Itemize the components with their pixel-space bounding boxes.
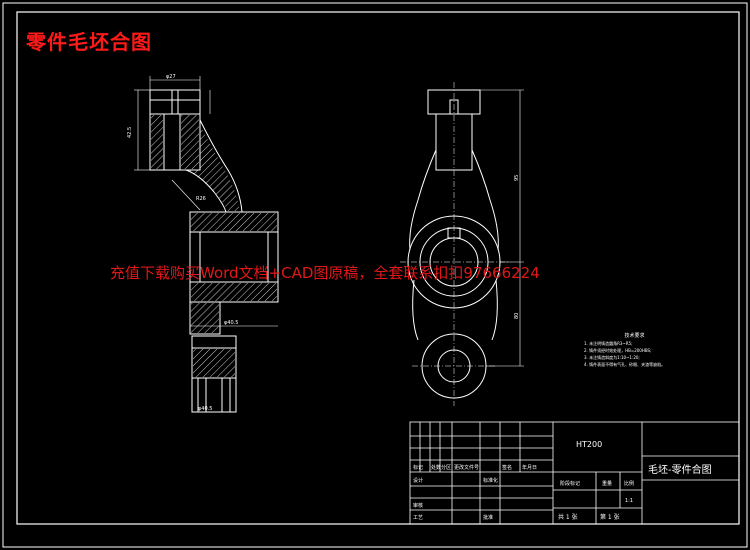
dim-left-height: 42.5 <box>127 127 133 138</box>
note-item: 1. 未注明铸造圆角R3~R5; <box>584 341 633 346</box>
notes-heading: 技术要求 <box>624 333 645 339</box>
header-mark: 标记 <box>413 464 423 471</box>
row-standardization: 标准化 <box>483 477 498 484</box>
row-process: 工艺 <box>413 515 423 521</box>
right-dimension-lines <box>480 89 524 367</box>
dim-radius: R26 <box>196 196 206 202</box>
weight-label: 重量 <box>602 480 612 487</box>
note-item: 4. 铸件表面不得有气孔、砂眼、夹渣等缺陷。 <box>584 362 666 367</box>
dim-right-height-bottom: 80 <box>514 313 520 319</box>
technical-notes: 技术要求 1. 未注明铸造圆角R3~R5; 2. 铸件须经时效处理，HB=200… <box>584 333 665 368</box>
total-sheets: 共 1 张 <box>558 513 578 521</box>
inner-frame <box>16 11 740 525</box>
dim-bottom-width: φ40.5 <box>224 320 238 326</box>
header-file: 更改文件号 <box>454 464 479 471</box>
row-design: 设计 <box>413 477 423 484</box>
header-sign: 签名 <box>502 464 512 471</box>
scale-label: 比例 <box>624 480 634 487</box>
header-count: 处数 <box>431 464 441 471</box>
sheet-number: 第 1 张 <box>600 513 620 521</box>
scale-value: 1:1 <box>625 498 633 504</box>
title-block <box>409 421 740 525</box>
watermark-text: 充值下载购买Word文档+CAD图原稿，全套联系扣扣97666224 <box>110 264 540 282</box>
left-dimension-lines <box>134 76 278 413</box>
note-item: 3. 未注铸造斜度为1:10~1:20; <box>584 355 640 360</box>
title-block-text: HT200 毛坯-零件合图 标记 处数 分区 更改文件号 签名 年月日 设计 标… <box>413 440 712 521</box>
drawing-name: 毛坯-零件合图 <box>648 463 712 476</box>
header-date: 年月日 <box>522 464 537 471</box>
row-check: 审核 <box>413 502 423 509</box>
hatched-regions <box>151 115 277 377</box>
dim-top-width: φ27 <box>166 74 176 80</box>
header-zone: 分区 <box>441 464 451 471</box>
material-label: HT200 <box>576 440 602 449</box>
note-item: 2. 铸件须经时效处理，HB=200HBS; <box>584 348 652 353</box>
dim-base-width: φ40.5 <box>198 406 212 412</box>
row-approve: 批准 <box>483 514 493 521</box>
right-center-lines <box>400 82 508 406</box>
stage-mark: 阶段标记 <box>560 480 580 487</box>
dim-right-height-top: 95 <box>514 175 520 181</box>
drawing-title: 零件毛坯合图 <box>26 30 152 54</box>
